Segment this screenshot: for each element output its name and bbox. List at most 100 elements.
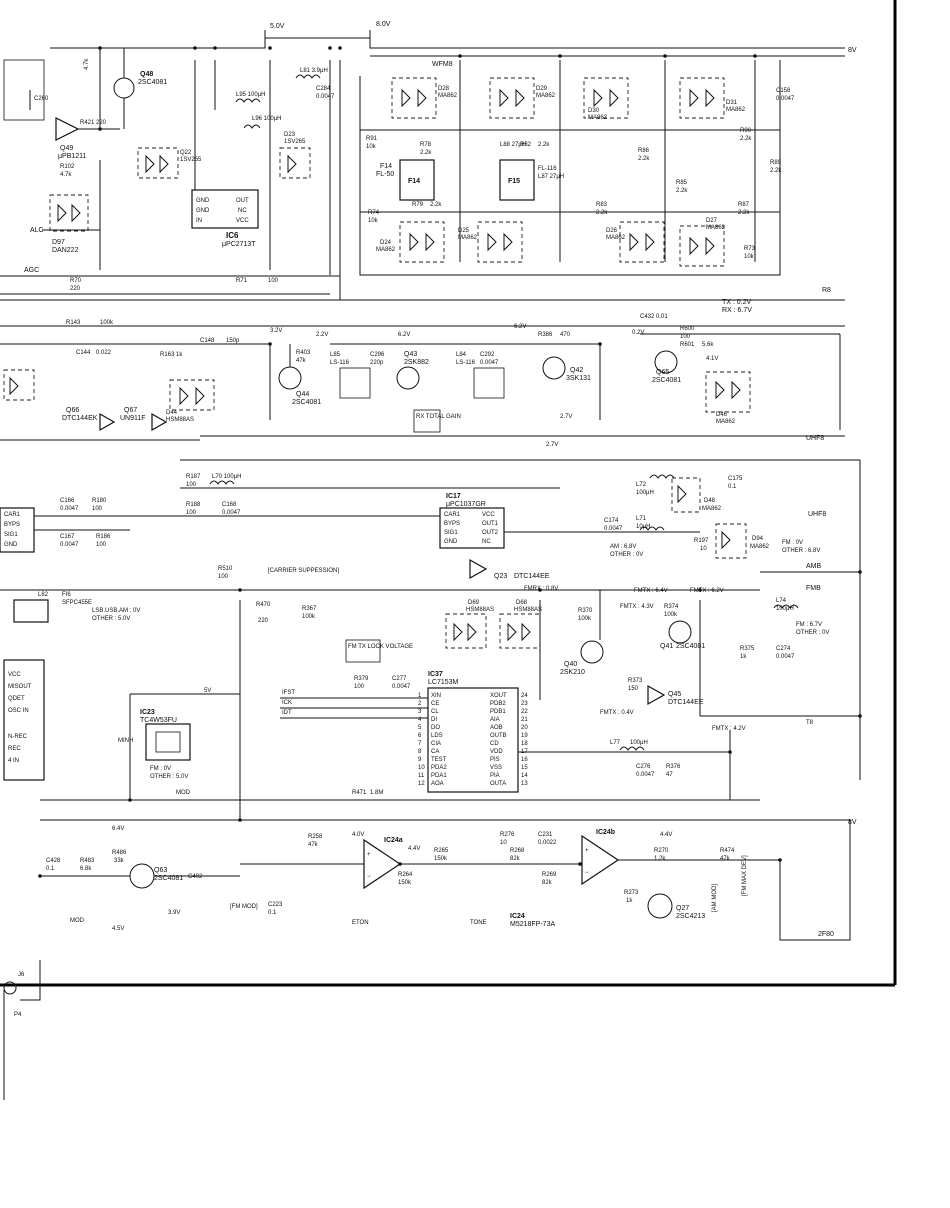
v64-label: 6.4V: [112, 826, 124, 832]
t8-label: T8: [806, 720, 814, 726]
ic37-pin-num-left: 11: [418, 773, 425, 779]
ic17-label: IC17: [446, 493, 461, 500]
r386-label: R386: [538, 332, 553, 338]
r70-val: 220: [70, 286, 81, 292]
c260-label: C260: [34, 96, 49, 102]
junction-dot: [193, 46, 197, 50]
l71-label: L71: [636, 516, 647, 522]
c174-val: 0.0047: [604, 526, 623, 532]
q44-label: Q44: [296, 391, 309, 398]
d27-part: MA862: [706, 225, 726, 231]
r74-label: R74: [368, 210, 380, 216]
ic37-pin-num-left: 12: [418, 781, 425, 787]
r276-val: 10: [500, 840, 507, 846]
other-line2: OTHER : 6.8V: [782, 548, 820, 554]
r89-val: 2.2k: [770, 168, 782, 174]
l85-transformer: [339, 367, 371, 399]
ic24b-opamp: [581, 834, 620, 886]
ic6-part: μPC2713T: [222, 241, 256, 248]
d68-label: D68: [516, 600, 528, 606]
d44-label: D44: [166, 410, 178, 416]
d24-label: D24: [380, 240, 392, 246]
d27-label: D27: [706, 218, 718, 224]
v27-label: 2.7V: [560, 414, 572, 420]
r102b-label: R102: [60, 164, 75, 170]
r258-val: 47k: [308, 842, 319, 848]
c432-label: C432 0.01: [640, 314, 668, 320]
v62-label: 6.2V: [398, 332, 410, 338]
l70-label: L70 100μH: [212, 474, 241, 480]
d28-label: D28: [438, 86, 450, 92]
ic6-pin-out: OUT: [236, 198, 249, 204]
r474-val: 47k: [720, 856, 731, 862]
q67-part: UN911F: [120, 415, 146, 422]
q22-block: [137, 147, 179, 179]
fm-line: FM : 0V: [782, 540, 803, 546]
am-mod-label: [AM MOD]: [712, 884, 718, 912]
f14-label: F14: [380, 163, 392, 170]
r258-label: R258: [308, 834, 323, 840]
l88-label: L88 27μH: [500, 142, 526, 148]
left-qdet: QDET: [8, 696, 25, 702]
ic37-pin-num-left: 4: [418, 717, 422, 723]
r74-val: 10k: [368, 218, 379, 224]
idt-label: IDT: [282, 710, 292, 716]
d94-part: MA862: [750, 544, 770, 550]
c284-label: C284: [316, 86, 331, 92]
q42-label: Q42: [570, 367, 583, 374]
r421-label: R421: [80, 120, 95, 126]
c158-val: 0.0047: [776, 96, 795, 102]
ick-label: ICK: [282, 700, 292, 706]
tone-label: TONE: [470, 920, 487, 926]
v44-label: 4.4V: [408, 846, 420, 852]
ic17-vcc: VCC: [482, 512, 495, 518]
ic37-pin-num-left: 10: [418, 765, 425, 771]
r79-label: R79: [412, 202, 424, 208]
r82-val: 2.2k: [538, 142, 550, 148]
r89-label: R89: [770, 160, 782, 166]
r374-val: 100k: [664, 612, 678, 618]
r143-label: R143: [66, 320, 81, 326]
r90-val: 2.2k: [740, 136, 752, 142]
ic37-pin-num-right: 22: [521, 709, 528, 715]
rx-label: RX : 6.7V: [722, 307, 752, 314]
d28-switch: [391, 77, 437, 119]
r70-label: R70: [70, 278, 82, 284]
r276-label: R276: [500, 832, 515, 838]
l77-val: 100μH: [630, 740, 648, 746]
junction-dot: [598, 342, 602, 346]
r367-label: R367: [302, 606, 317, 612]
r367-val: 100k: [302, 614, 316, 620]
d48-block: [671, 477, 701, 513]
q48-part: 2SC4081: [138, 79, 167, 86]
r374-label: R374: [664, 604, 679, 610]
r82-label: R82: [520, 142, 532, 148]
r102b-val: 4.7k: [60, 172, 72, 178]
r265-val: 150k: [434, 856, 448, 862]
l74-label: L74: [776, 598, 787, 604]
c166-label: C166: [60, 498, 75, 504]
r376-label: R376: [666, 764, 681, 770]
l71-val: 10μH: [636, 524, 650, 530]
q45-label: Q45: [668, 691, 681, 698]
r375-val: 1k: [740, 654, 747, 660]
ic6-pin-gnd1: GND: [196, 198, 210, 204]
ic6-box: [191, 189, 259, 229]
d68-part: HSM88AS: [514, 607, 542, 613]
r510-val: 100: [218, 574, 229, 580]
tx-label: TX : 0.2V: [722, 299, 752, 306]
r197-label: R197: [694, 538, 709, 544]
junction-dots: [38, 46, 862, 878]
l81-coil: [295, 74, 321, 79]
r186-label: R186: [96, 534, 111, 540]
q43-transistor: [396, 366, 420, 390]
f14-filter: [399, 159, 435, 201]
q42-part: 3SK131: [566, 375, 591, 382]
r471-val: 1.8M: [370, 790, 383, 796]
r269-label: R269: [542, 872, 557, 878]
q65-part: 2SC4081: [652, 377, 681, 384]
junction-dot: [728, 750, 732, 754]
r373-val: 150: [628, 686, 639, 692]
r188-label: R188: [186, 502, 201, 508]
etone-label: ETON: [352, 920, 369, 926]
